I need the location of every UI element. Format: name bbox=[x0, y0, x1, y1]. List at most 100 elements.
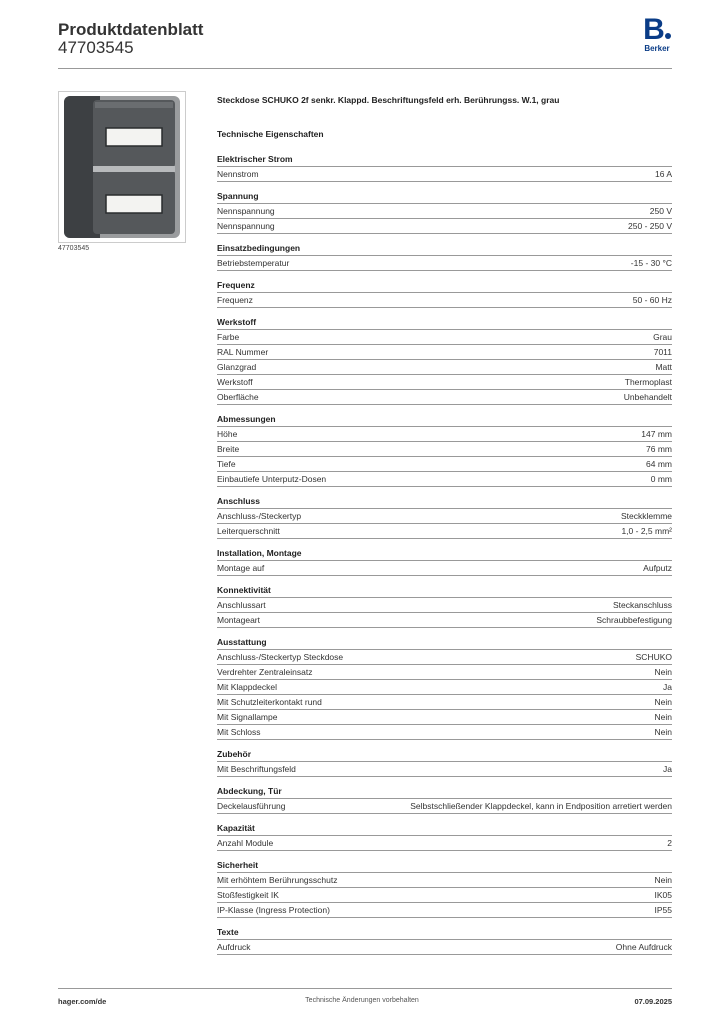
property-value: Ja bbox=[663, 764, 672, 774]
property-label: Aufdruck bbox=[217, 942, 251, 952]
property-row: Glanzgrad Matt bbox=[217, 360, 672, 375]
property-row: Einbautiefe Unterputz-Dosen 0 mm bbox=[217, 472, 672, 487]
product-name: Steckdose SCHUKO 2f senkr. Klappd. Besch… bbox=[217, 95, 560, 105]
berker-logo: B Berker bbox=[640, 15, 674, 53]
property-row: Breite 76 mm bbox=[217, 442, 672, 457]
property-value: 1,0 - 2,5 mm² bbox=[621, 526, 672, 536]
property-label: Leiterquerschnitt bbox=[217, 526, 280, 536]
group-title: Frequenz bbox=[217, 279, 672, 293]
property-label: Nennstrom bbox=[217, 169, 259, 179]
property-label: Werkstoff bbox=[217, 377, 253, 387]
property-label: Betriebstemperatur bbox=[217, 258, 290, 268]
property-value: 16 A bbox=[654, 169, 672, 179]
property-value: Steckklemme bbox=[620, 511, 672, 521]
property-row: Leiterquerschnitt 1,0 - 2,5 mm² bbox=[217, 524, 672, 539]
group-title: Werkstoff bbox=[217, 316, 672, 330]
group-title: Anschluss bbox=[217, 495, 672, 509]
property-value: Nein bbox=[654, 712, 672, 722]
property-row: IP-Klasse (Ingress Protection)IP55 bbox=[217, 903, 672, 918]
group-title: Einsatzbedingungen bbox=[217, 242, 672, 256]
footer-disclaimer: Technische Änderungen vorbehalten bbox=[305, 997, 419, 1004]
property-label: Einbautiefe Unterputz-Dosen bbox=[217, 474, 327, 484]
property-value: Ja bbox=[663, 682, 672, 692]
property-value: Matt bbox=[655, 362, 672, 372]
property-label: Höhe bbox=[217, 429, 238, 439]
property-value: -15 - 30 °C bbox=[630, 258, 672, 268]
property-label: Montageart bbox=[217, 615, 260, 625]
property-label: Mit Schloss bbox=[217, 727, 261, 737]
property-label: Glanzgrad bbox=[217, 362, 257, 372]
group-title: Elektrischer Strom bbox=[217, 153, 672, 167]
property-row: Mit Signallampe Nein bbox=[217, 710, 672, 725]
property-label: Mit Schutzleiterkontakt rund bbox=[217, 697, 322, 707]
property-value: Thermoplast bbox=[624, 377, 672, 387]
group-title: Sicherheit bbox=[217, 859, 672, 873]
property-value: Aufputz bbox=[643, 563, 672, 573]
property-value: Unbehandelt bbox=[623, 392, 672, 402]
logo-dot bbox=[664, 33, 671, 39]
property-label: Mit Beschriftungsfeld bbox=[217, 764, 296, 774]
property-label: Breite bbox=[217, 444, 240, 454]
property-value: 250 - 250 V bbox=[628, 221, 672, 231]
group-title: Spannung bbox=[217, 190, 672, 204]
property-row: Mit Schutzleiterkontakt rund Nein bbox=[217, 695, 672, 710]
property-value: 0 mm bbox=[650, 474, 672, 484]
group-title: Texte bbox=[217, 926, 672, 940]
property-label: Deckelausführung bbox=[217, 801, 286, 811]
property-value: Steckanschluss bbox=[612, 600, 672, 610]
property-value: 50 - 60 Hz bbox=[632, 295, 672, 305]
property-label: Nennspannung bbox=[217, 206, 275, 216]
property-value: IK05 bbox=[654, 890, 673, 900]
logo-word: Berker bbox=[644, 44, 670, 53]
property-row: Werkstoff Thermoplast bbox=[217, 375, 672, 390]
property-value: SCHUKO bbox=[635, 652, 672, 662]
property-label: Anschluss-/Steckertyp bbox=[217, 511, 302, 521]
footer-divider bbox=[58, 988, 672, 989]
property-row: Frequenz 50 - 60 Hz bbox=[217, 293, 672, 308]
property-value: Nein bbox=[654, 697, 672, 707]
footer-date: 07.09.2025 bbox=[634, 997, 672, 1006]
property-label: Nennspannung bbox=[217, 221, 275, 231]
property-value: Nein bbox=[654, 667, 672, 677]
property-label: Anschlussart bbox=[217, 600, 266, 610]
property-label: Frequenz bbox=[217, 295, 253, 305]
property-value: Grau bbox=[653, 332, 672, 342]
group-title: Zubehör bbox=[217, 748, 672, 762]
property-value: 64 mm bbox=[646, 459, 672, 469]
property-row: Anschluss-/Steckertyp Steckklemme bbox=[217, 509, 672, 524]
property-row: Nennspannung 250 - 250 V bbox=[217, 219, 672, 234]
tech-properties-heading: Technische Eigenschaften bbox=[217, 129, 324, 139]
property-label: Mit Signallampe bbox=[217, 712, 278, 722]
socket-illustration bbox=[64, 96, 180, 238]
page-title: Produktdatenblatt bbox=[58, 20, 204, 39]
product-number: 47703545 bbox=[58, 38, 134, 57]
group-title: Kapazität bbox=[217, 822, 672, 836]
property-value: Nein bbox=[654, 875, 672, 885]
property-value: Nein bbox=[654, 727, 672, 737]
footer-website: hager.com/de bbox=[58, 997, 107, 1006]
property-label: Oberfläche bbox=[217, 392, 259, 402]
property-value: 76 mm bbox=[646, 444, 672, 454]
